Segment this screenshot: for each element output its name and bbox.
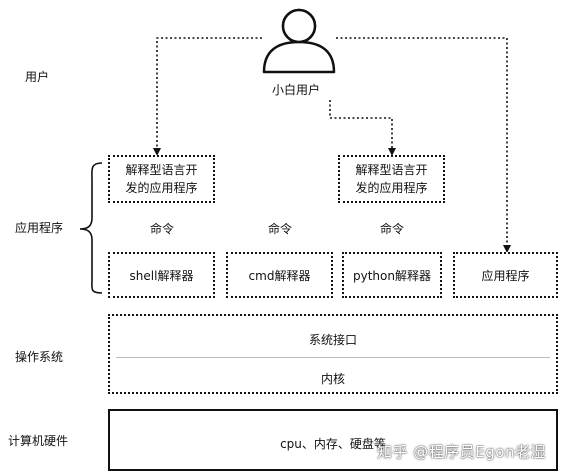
application-label: 应用程序 [481,268,530,283]
command-label-python: 命令 [379,222,405,236]
application-layer-brace [79,162,103,294]
hardware-box: cpu、内存、硬盘等 [108,409,558,471]
interpreter-box-python: python解释器 [342,252,442,298]
interpreted-app-line1: 解释型语言开 [355,163,428,177]
interpreter-label: cmd解释器 [248,268,311,283]
arrow-user-to-right-app [329,100,396,156]
os-interface-label: 系统接口 [308,333,357,347]
command-label-cmd: 命令 [267,222,293,236]
interpreted-app-box-left: 解释型语言开 发的应用程序 [108,155,215,203]
hardware-label: cpu、内存、硬盘等 [280,437,386,451]
interpreted-app-box-right: 解释型语言开 发的应用程序 [338,155,445,203]
os-divider [116,357,550,358]
interpreted-app-line1: 解释型语言开 [125,163,198,177]
interpreter-label: python解释器 [353,268,431,283]
interpreter-box-shell: shell解释器 [108,252,215,298]
os-box: 系统接口 内核 [108,314,558,394]
interpreter-label: shell解释器 [129,268,194,283]
interpreted-app-line2: 发的应用程序 [125,181,198,195]
arrow-user-to-app [336,37,511,253]
layer-label-hardware: 计算机硬件 [8,434,69,448]
layer-label-os: 操作系统 [15,350,64,364]
command-label-shell: 命令 [149,222,175,236]
user-icon [262,8,336,74]
layer-label-user: 用户 [25,70,50,84]
interpreter-box-cmd: cmd解释器 [226,252,333,298]
application-box: 应用程序 [453,252,558,298]
os-kernel-label: 内核 [320,372,345,386]
interpreted-app-line2: 发的应用程序 [355,181,428,195]
user-name: 小白用户 [272,83,321,97]
layer-label-applications: 应用程序 [15,221,64,235]
watermark: 知乎 @程序员Egon老湿 [377,443,546,461]
arrow-user-to-left-app [153,37,262,156]
